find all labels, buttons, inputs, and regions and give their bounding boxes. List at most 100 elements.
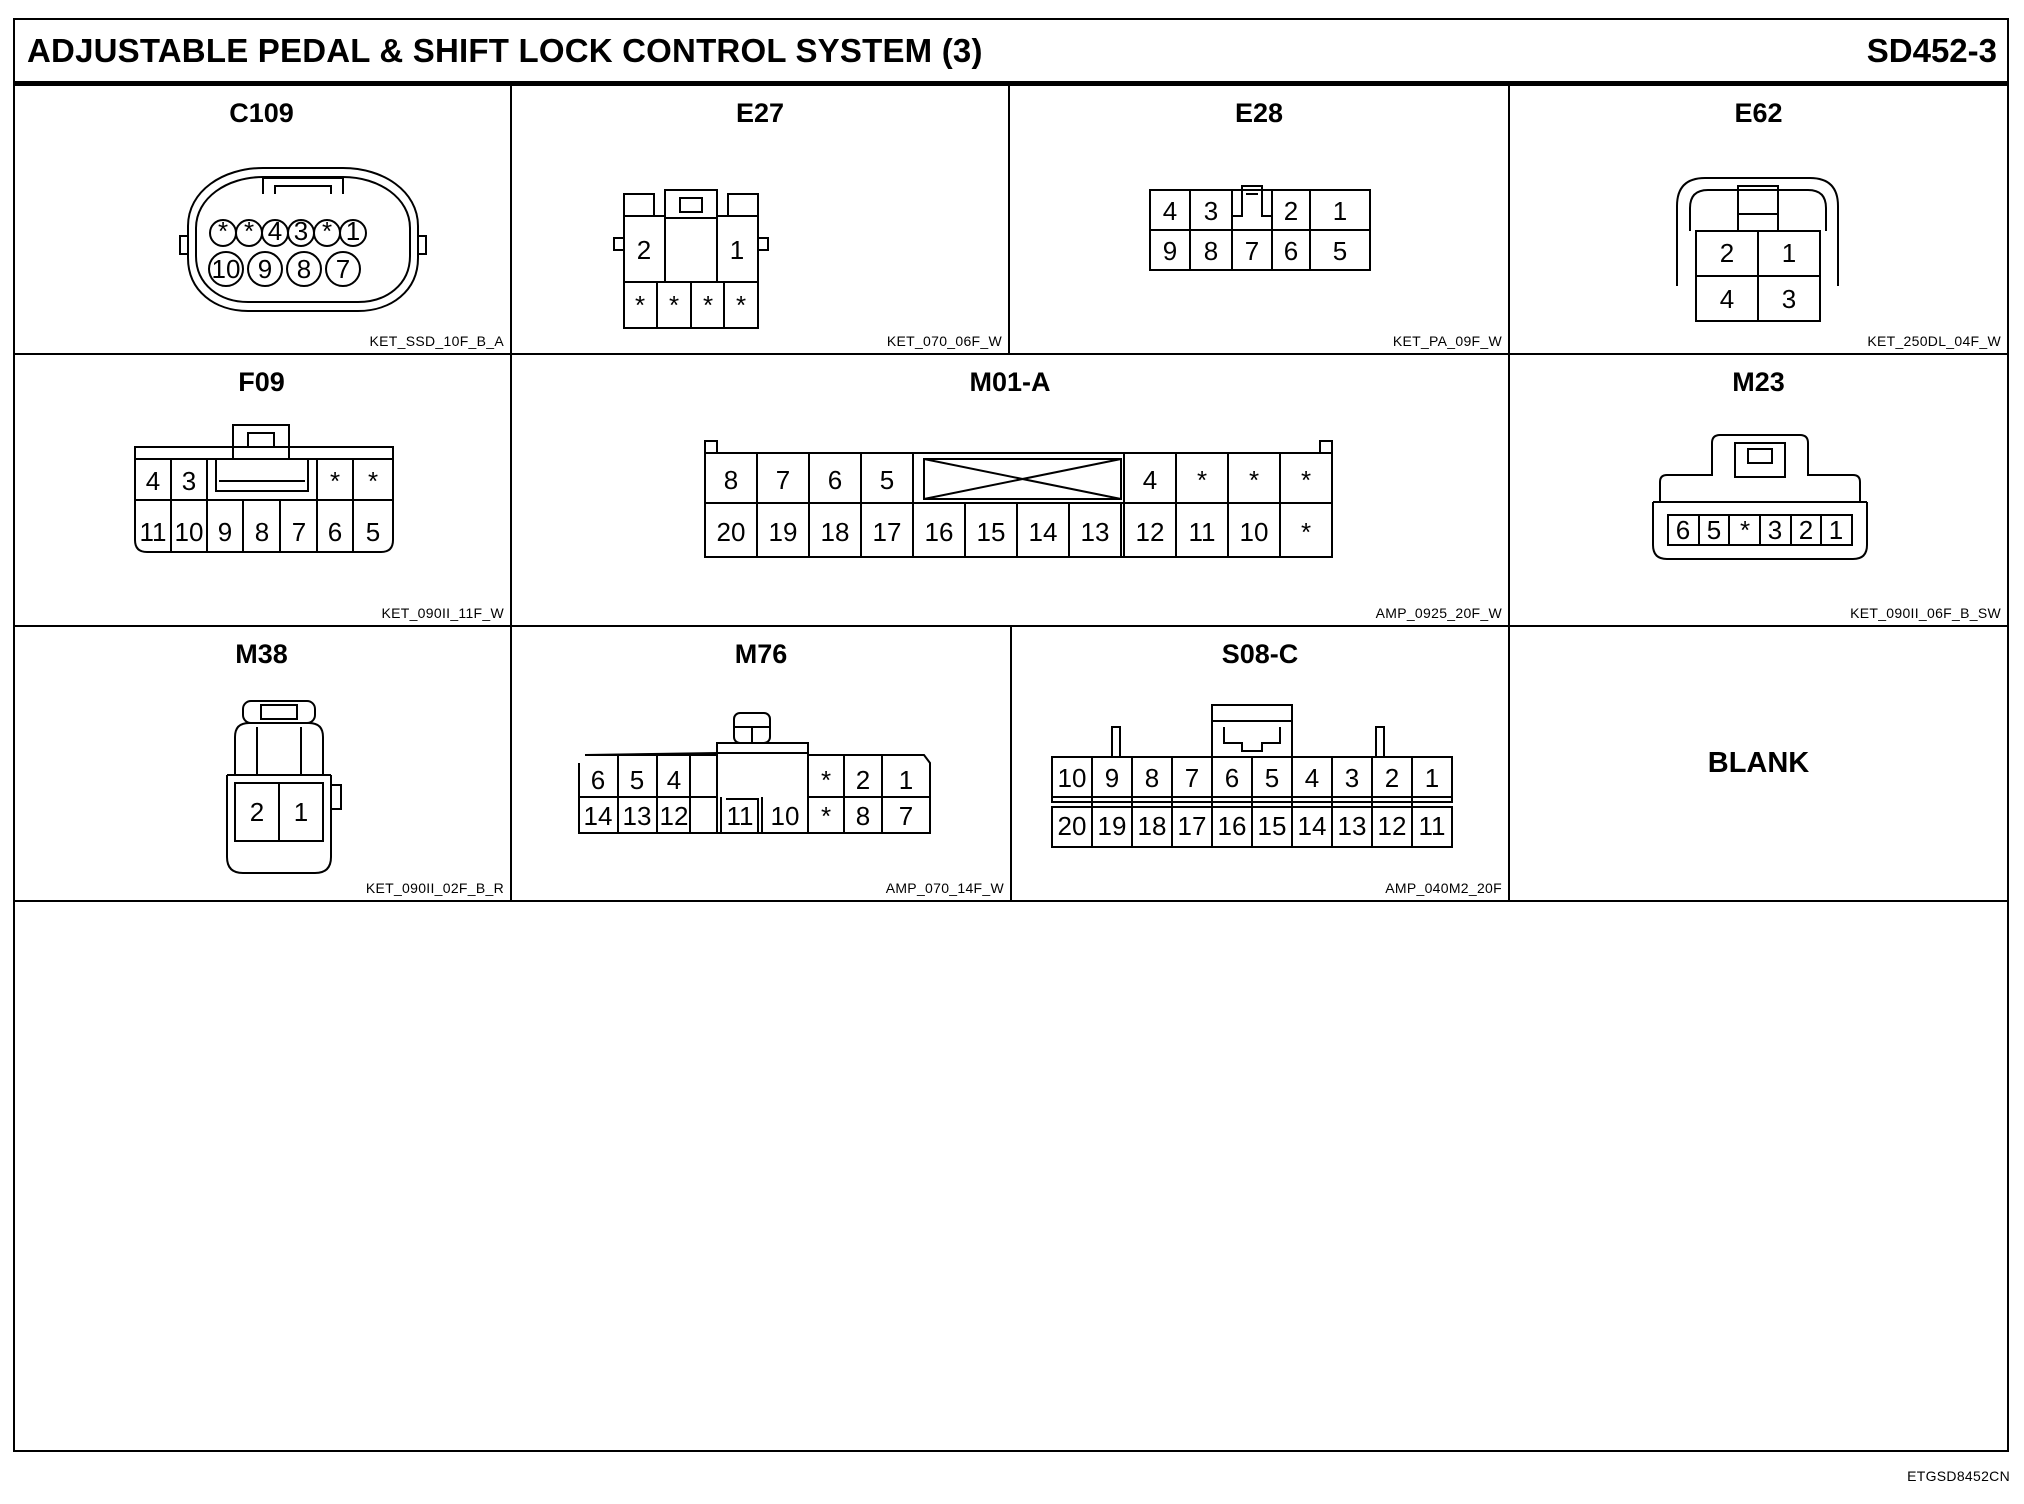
connector-name: M23 <box>1732 367 1785 397</box>
connector-f09-diagram: 4 3 * * 11 10 9 8 7 6 5 <box>134 424 394 553</box>
pin-label: 4 <box>268 216 282 246</box>
connector-name: M01-A <box>969 367 1051 397</box>
pin-label: * <box>821 765 831 795</box>
pin-label: 4 <box>1163 196 1177 226</box>
connector-code: KET_090II_02F_B_R <box>365 880 504 896</box>
m01a-top-pins: 8 7 6 5 4 * * * <box>724 465 1311 495</box>
sheet-title: ADJUSTABLE PEDAL & SHIFT LOCK CONTROL SY… <box>27 32 983 69</box>
pin-label: 2 <box>637 235 651 265</box>
pin-label: 17 <box>873 517 902 547</box>
connector-name: C109 <box>229 98 294 128</box>
pin-label: * <box>736 290 746 320</box>
pin-label: 10 <box>1058 763 1087 793</box>
connector-code: AMP_070_14F_W <box>885 880 1004 896</box>
pin-label: 13 <box>1081 517 1110 547</box>
connector-name: M38 <box>235 639 288 669</box>
pin-label: 9 <box>218 517 232 547</box>
pin-label: 8 <box>724 465 738 495</box>
pin-label: 19 <box>769 517 798 547</box>
blank-label: BLANK <box>1707 747 1810 779</box>
pin-label: 7 <box>336 254 350 284</box>
pin-label: 4 <box>1143 465 1157 495</box>
pin-label: 7 <box>899 801 913 831</box>
pin-label: 6 <box>1676 515 1690 545</box>
pin-label: 3 <box>1345 763 1359 793</box>
pin-label: 14 <box>584 801 613 831</box>
connector-m76: M76 6 5 4 * 2 1 14 13 12 11 10 * 8 7 AMP… <box>512 627 1012 902</box>
connector-name: E28 <box>1234 98 1284 128</box>
pin-label: 11 <box>140 517 167 547</box>
pin-label: 11 <box>1419 811 1446 841</box>
s08c-top-pins: 10 9 8 7 6 5 4 3 2 1 <box>1058 763 1440 793</box>
connector-e27-diagram: 2 1 * * * * <box>613 189 769 329</box>
pin-label: 7 <box>292 517 306 547</box>
pin-label: 11 <box>727 801 754 831</box>
pin-label: 2 <box>1799 515 1813 545</box>
pin-label: 10 <box>771 801 800 831</box>
pin-label: 10 <box>1240 517 1269 547</box>
pin-label: 5 <box>366 517 380 547</box>
connector-m23-diagram: 6 5 * 3 2 1 <box>1652 434 1868 560</box>
pin-label: 3 <box>1782 284 1796 314</box>
pin-label: 1 <box>1829 515 1843 545</box>
pin-label: 9 <box>258 254 272 284</box>
pin-label: 15 <box>977 517 1006 547</box>
pin-label: * <box>330 466 340 496</box>
pin-label: 10 <box>212 254 241 284</box>
pin-label: * <box>669 290 679 320</box>
pin-label: 7 <box>1185 763 1199 793</box>
pin-label: * <box>1740 515 1750 545</box>
pin-label: 6 <box>828 465 842 495</box>
connector-e62-diagram: 2 1 4 3 <box>1676 177 1839 322</box>
pin-label: 8 <box>297 254 311 284</box>
pin-label: 13 <box>623 801 652 831</box>
pin-label: 14 <box>1029 517 1058 547</box>
connector-code: KET_090II_06F_B_SW <box>1850 605 2001 621</box>
pin-label: 16 <box>925 517 954 547</box>
connector-c109: C109 * * 4 3 * 1 10 9 8 7 <box>13 86 512 355</box>
pin-label: 9 <box>1105 763 1119 793</box>
connector-name: S08-C <box>1221 639 1299 669</box>
footer-code: ETGSD8452CN <box>1907 1468 2010 1484</box>
pin-label: * <box>1301 517 1311 547</box>
pin-label: 19 <box>1098 811 1127 841</box>
pin-label: 9 <box>1163 236 1177 266</box>
pin-label: 6 <box>1225 763 1239 793</box>
connector-c109-diagram: * * 4 3 * 1 10 9 8 7 <box>179 167 427 312</box>
pin-label: 5 <box>880 465 894 495</box>
connector-code: KET_SSD_10F_B_A <box>369 333 504 349</box>
connector-name: M76 <box>734 639 788 669</box>
pin-label: 15 <box>1258 811 1287 841</box>
pin-label: 16 <box>1218 811 1247 841</box>
connector-name: F09 <box>238 367 285 397</box>
pin-label: 12 <box>660 801 689 831</box>
pin-label: 1 <box>294 797 308 827</box>
pin-label: 10 <box>175 517 204 547</box>
pin-label: 1 <box>346 216 360 246</box>
connector-code: KET_PA_09F_W <box>1392 333 1502 349</box>
pin-label: 17 <box>1178 811 1207 841</box>
pin-label: 8 <box>1204 236 1218 266</box>
pin-label: 2 <box>1385 763 1399 793</box>
pin-label: 6 <box>591 765 605 795</box>
s08c-bottom-pins: 20 19 18 17 16 15 14 13 12 11 <box>1058 811 1446 841</box>
pin-label: 5 <box>1265 763 1279 793</box>
pin-label: 20 <box>1058 811 1087 841</box>
pin-label: 8 <box>856 801 870 831</box>
connector-name: E27 <box>735 98 785 128</box>
c109-bottom-pins: 10 9 8 7 <box>208 251 361 287</box>
pin-label: 4 <box>146 466 160 496</box>
pin-label: 2 <box>1284 196 1298 226</box>
pin-label: * <box>322 216 332 246</box>
connector-code: KET_070_06F_W <box>886 333 1002 349</box>
pin-label: 12 <box>1378 811 1407 841</box>
connector-s08c-diagram: 10 9 8 7 6 5 4 3 2 1 20 19 18 17 16 15 1… <box>1051 704 1453 848</box>
pin-label: 2 <box>250 797 264 827</box>
c109-top-pins: * * 4 3 * 1 <box>209 216 367 247</box>
pin-label: * <box>821 801 831 831</box>
pin-label: 4 <box>1720 284 1734 314</box>
sheet-header: ADJUSTABLE PEDAL & SHIFT LOCK CONTROL SY… <box>13 18 2009 86</box>
pin-label: 14 <box>1298 811 1327 841</box>
pin-label: 8 <box>1145 763 1159 793</box>
pin-label: 5 <box>630 765 644 795</box>
